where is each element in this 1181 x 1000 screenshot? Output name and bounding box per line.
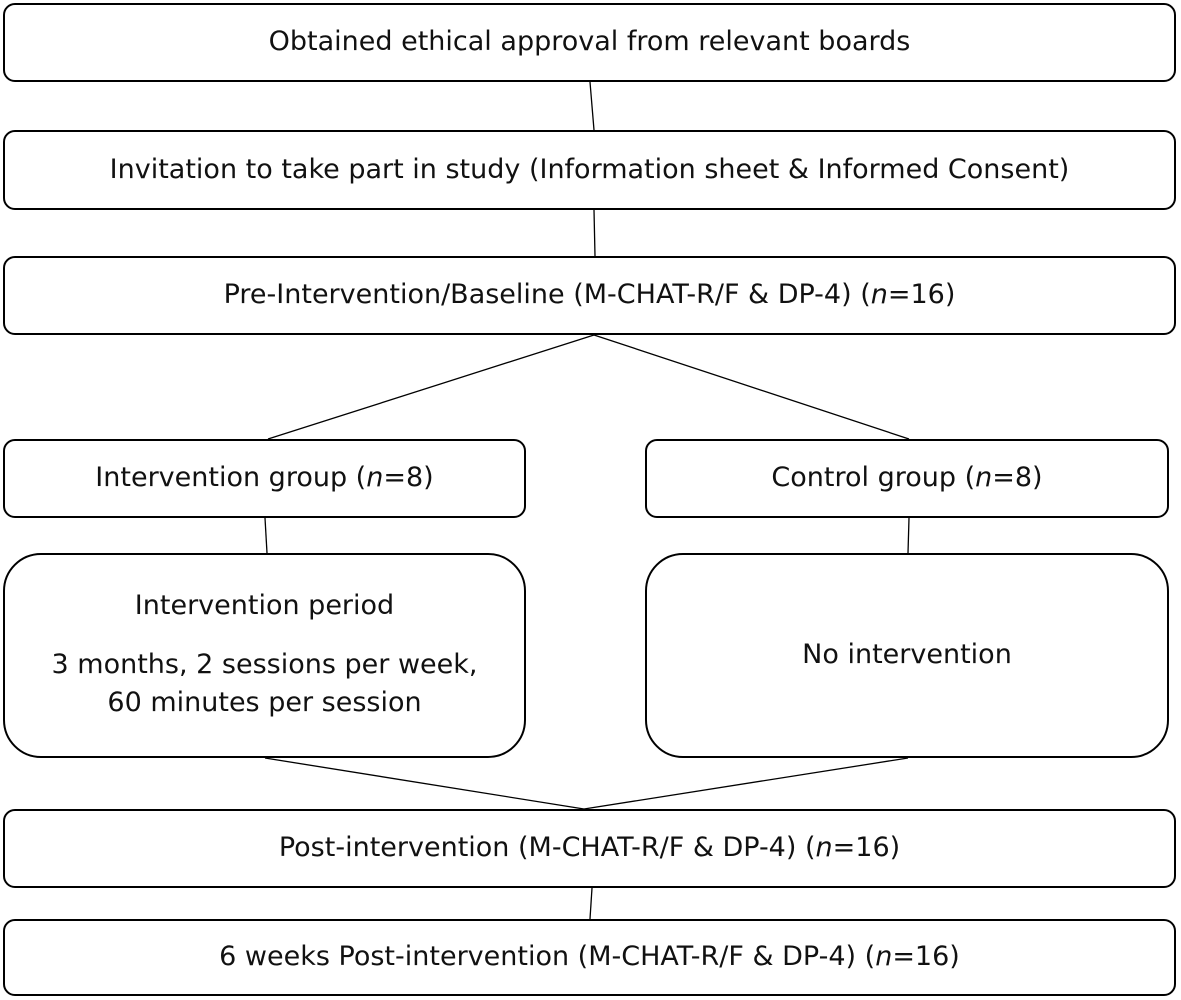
connector-nointervention-post — [583, 757, 909, 810]
intervention-period-line2: 60 minutes per session — [107, 686, 422, 718]
connector-baseline-intervention — [267, 334, 595, 440]
baseline-text: Pre-Intervention/Baseline (M-CHAT-R/F & … — [223, 279, 871, 311]
followup-text: 6 weeks Post-intervention (M-CHAT-R/F & … — [219, 941, 876, 973]
intervention-group-n-symbol: n — [366, 462, 384, 494]
invitation-box: Invitation to take part in study (Inform… — [3, 130, 1176, 210]
post-intervention-box: Post-intervention (M-CHAT-R/F & DP-4) (n… — [3, 809, 1176, 888]
followup-box: 6 weeks Post-intervention (M-CHAT-R/F & … — [3, 919, 1176, 996]
intervention-period-title: Intervention period — [134, 589, 395, 621]
control-group-n-symbol: n — [975, 462, 993, 494]
followup-count: =16) — [892, 941, 960, 973]
intervention-group-box: Intervention group (n=8) — [3, 439, 526, 518]
post-intervention-count: =16) — [832, 832, 901, 864]
intervention-group-label: Intervention group (n=8) — [95, 462, 433, 494]
baseline-count: =16) — [887, 279, 956, 311]
post-intervention-label: Post-intervention (M-CHAT-R/F & DP-4) (n… — [279, 832, 900, 864]
no-intervention-text: No intervention — [802, 639, 1012, 671]
ethics-box: Obtained ethical approval from relevant … — [3, 3, 1176, 82]
control-group-count: =8) — [992, 462, 1043, 494]
baseline-label: Pre-Intervention/Baseline (M-CHAT-R/F & … — [224, 279, 956, 311]
ethics-text: Obtained ethical approval from relevant … — [268, 26, 911, 58]
connector-invitation-baseline — [593, 209, 596, 257]
no-intervention-box: No intervention — [645, 553, 1169, 758]
baseline-box: Pre-Intervention/Baseline (M-CHAT-R/F & … — [3, 256, 1176, 335]
invitation-text: Invitation to take part in study (Inform… — [109, 153, 1070, 185]
post-intervention-text: Post-intervention (M-CHAT-R/F & DP-4) ( — [278, 832, 816, 864]
followup-n-symbol: n — [875, 941, 893, 973]
intervention-group-count: =8) — [383, 462, 434, 494]
post-intervention-n-symbol: n — [815, 832, 833, 864]
intervention-period-details: 3 months, 2 sessions per week, 60 minute… — [52, 646, 478, 722]
connector-period-post — [264, 757, 585, 810]
followup-label: 6 weeks Post-intervention (M-CHAT-R/F & … — [219, 941, 960, 973]
connector-intervention-period — [264, 517, 268, 554]
connector-control-nointervention — [907, 517, 910, 554]
connector-ethics-invitation — [589, 81, 595, 131]
intervention-period-box: Intervention period 3 months, 2 sessions… — [3, 553, 526, 758]
control-group-text: Control group ( — [771, 462, 976, 494]
connector-baseline-control — [593, 334, 910, 440]
intervention-period-line1: 3 months, 2 sessions per week, — [51, 648, 478, 680]
control-group-label: Control group (n=8) — [771, 462, 1042, 494]
connector-post-followup — [589, 887, 593, 920]
intervention-group-text: Intervention group ( — [95, 462, 367, 494]
control-group-box: Control group (n=8) — [645, 439, 1169, 518]
baseline-n-symbol: n — [870, 279, 888, 311]
